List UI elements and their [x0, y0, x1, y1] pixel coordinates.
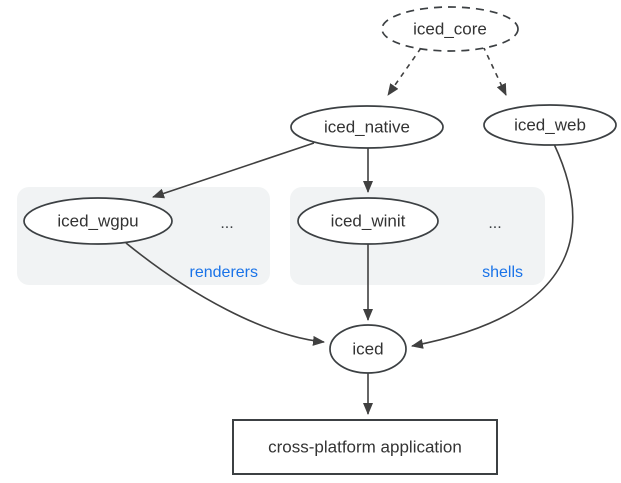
edge-wgpu-to-iced [125, 242, 325, 346]
node-iced-native [290, 105, 444, 149]
node-iced-web [483, 104, 617, 146]
node-iced-wgpu [23, 197, 173, 245]
edge-core-to-native [387, 47, 422, 96]
node-cross-platform-application-label: cross-platform application [268, 438, 462, 457]
node-iced-native-label: iced_native [324, 118, 410, 137]
node-cross-platform-application [232, 419, 498, 475]
node-iced-winit [297, 197, 439, 245]
node-iced-core [381, 6, 519, 52]
edge-web-to-iced [411, 143, 574, 349]
node-iced-core-label: iced_core [413, 20, 487, 39]
renderers-ellipsis: ... [220, 215, 233, 232]
node-iced-wgpu-label: iced_wgpu [57, 212, 138, 231]
node-iced-label: iced [352, 340, 383, 359]
node-iced [329, 324, 407, 374]
group-label-shells: shells [482, 264, 523, 281]
group-label-renderers: renderers [190, 264, 258, 281]
shells-ellipsis: ... [488, 215, 501, 232]
edge-native-to-wgpu [152, 142, 315, 199]
edge-core-to-web [482, 45, 507, 96]
node-iced-winit-label: iced_winit [331, 212, 406, 231]
node-iced-web-label: iced_web [514, 116, 586, 135]
